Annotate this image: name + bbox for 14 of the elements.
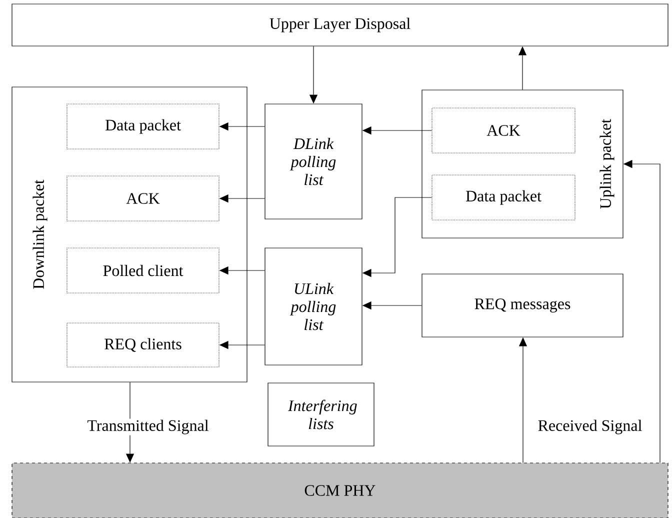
packet-box: ACK: [66, 176, 220, 222]
phy-layer-band: CCM PHY: [12, 462, 668, 518]
packet-box: ACK: [432, 108, 576, 154]
packet-box: REQ clients: [66, 322, 220, 368]
edge-label: Transmitted Signal: [86, 418, 210, 436]
edge-label: Received Signal: [536, 418, 644, 436]
packet-box: Polled client: [66, 248, 220, 294]
packet-box: Data packet: [66, 104, 220, 150]
process-box: Upper Layer Disposal: [12, 4, 668, 46]
list-box: Interfering lists: [268, 382, 374, 446]
packet-box: Data packet: [432, 174, 576, 220]
list-box: ULink polling list: [264, 248, 362, 366]
process-box: REQ messages: [422, 274, 624, 338]
list-box: DLink polling list: [264, 104, 362, 220]
